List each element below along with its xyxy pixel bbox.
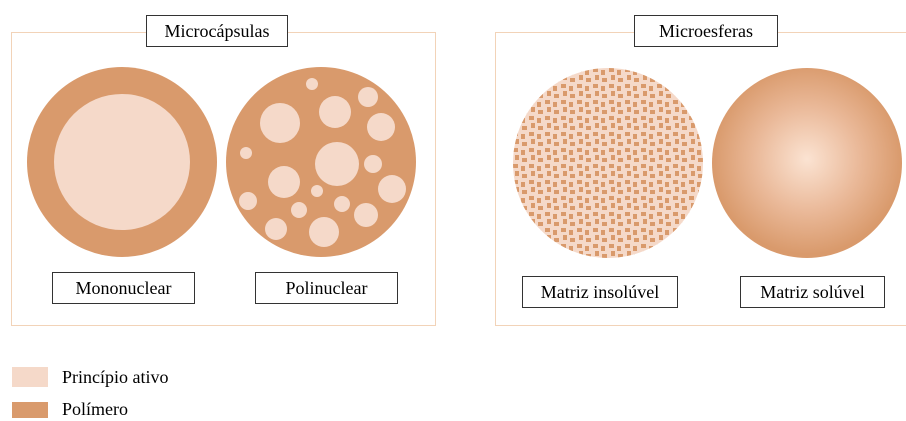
active-ingredient-label: Princípio ativo: [62, 366, 169, 388]
soluble-matrix-sphere: [711, 67, 903, 259]
polymer-swatch: [12, 402, 48, 418]
mononuclear-core: [54, 94, 190, 230]
insoluble-matrix-sphere: [512, 67, 704, 259]
polinuclear-label: Polinuclear: [255, 272, 398, 304]
active-ingredient-swatch: [12, 367, 48, 387]
microesferas-title: Microesferas: [634, 15, 778, 47]
polinuclear-capsule: [226, 67, 416, 257]
insoluble-matrix-label: Matriz insolúvel: [522, 276, 678, 308]
microcapsulas-title: Microcápsulas: [146, 15, 288, 47]
soluble-matrix-label: Matriz solúvel: [740, 276, 885, 308]
polymer-label: Polímero: [62, 398, 128, 420]
mononuclear-label: Mononuclear: [52, 272, 195, 304]
